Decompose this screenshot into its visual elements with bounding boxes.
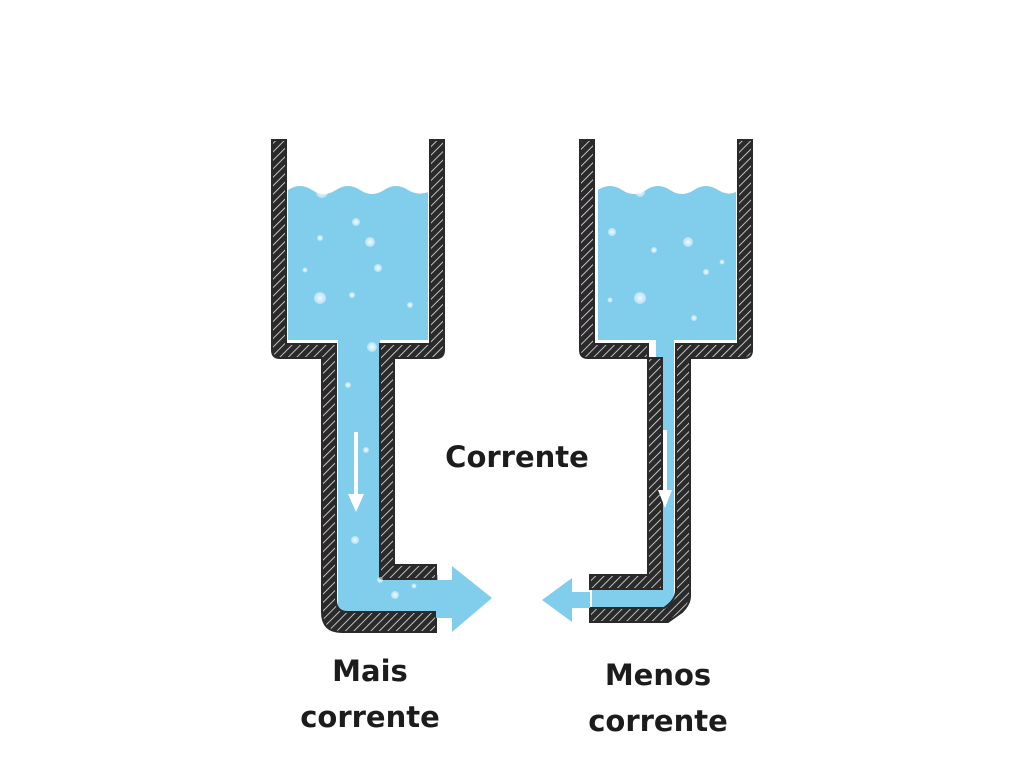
right-bubbles xyxy=(607,187,725,321)
left-outlet-arrow xyxy=(436,566,492,632)
left-wall-right xyxy=(379,139,445,580)
more-current-label: Mais corrente xyxy=(300,654,440,734)
left-flow-down-arrow xyxy=(348,432,364,512)
right-reservoir-water xyxy=(598,186,736,340)
right-container xyxy=(542,139,753,623)
left-pipe-water xyxy=(338,335,438,618)
left-bubbles xyxy=(302,186,417,599)
left-container xyxy=(271,139,492,633)
right-wall xyxy=(579,139,663,590)
left-wall xyxy=(271,139,437,633)
right-flow-down-arrow xyxy=(658,430,672,508)
less-current-label: Menos corrente xyxy=(588,658,728,738)
right-wall-right xyxy=(589,139,753,623)
right-outlet-arrow xyxy=(542,578,590,622)
current-label: Corrente xyxy=(445,440,589,474)
left-reservoir-water xyxy=(288,186,428,340)
